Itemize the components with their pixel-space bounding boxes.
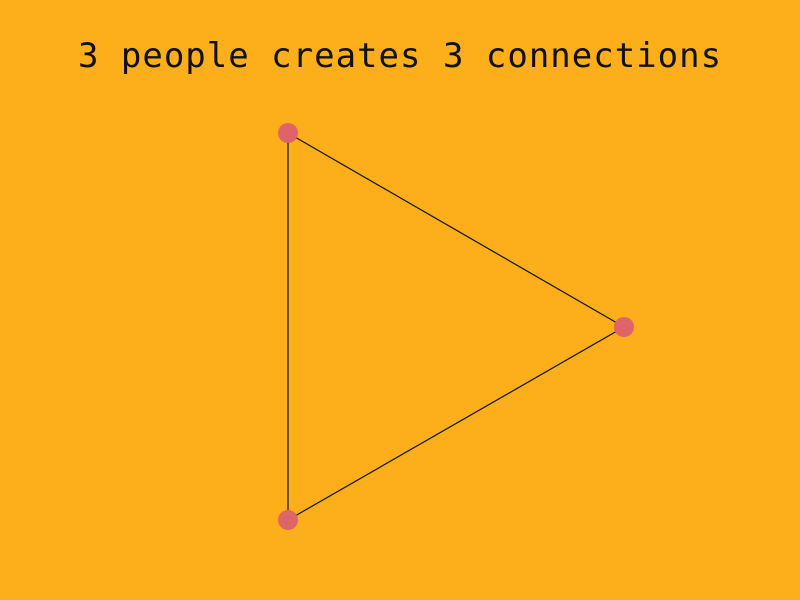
node-top [278, 123, 298, 143]
node-right [614, 317, 634, 337]
edge-top-right [287, 132, 625, 328]
edge-right-bottom [287, 326, 625, 521]
nodes [278, 123, 634, 530]
node-bottom [278, 510, 298, 530]
edges [287, 132, 625, 521]
page-title: 3 people creates 3 connections [77, 36, 723, 76]
